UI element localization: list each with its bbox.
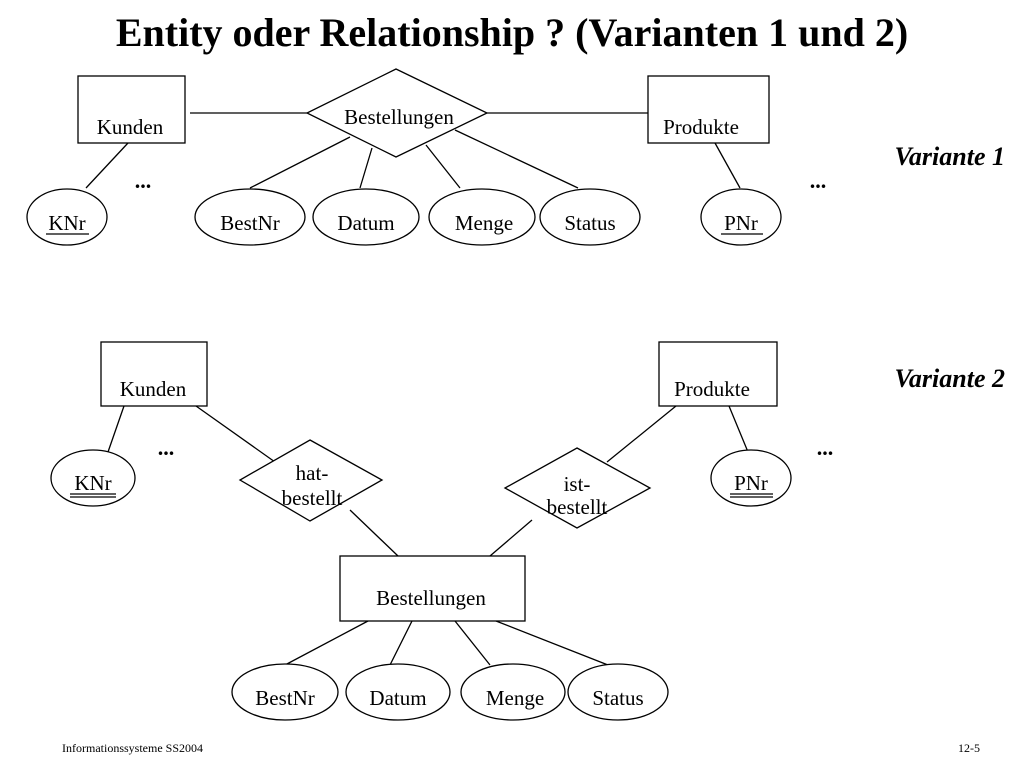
edge-istbestellt-bestellungen — [489, 519, 533, 557]
attribute-datum — [312, 188, 420, 246]
entity-kunden-label: Kunden — [97, 115, 164, 139]
edge-bestellungen-status — [495, 620, 609, 666]
attribute-status-2 — [567, 663, 669, 721]
relationship-bestellungen-label: Bestellungen — [344, 105, 454, 129]
relationship-ist-bestellt — [503, 447, 652, 529]
attribute-status — [539, 188, 641, 246]
attribute-knr-2 — [50, 449, 136, 507]
edge-bestellungen-datum — [389, 620, 413, 666]
attribute-knr-2-label: KNr — [74, 471, 111, 495]
attribute-pnr-label: PNr — [724, 211, 758, 235]
ellipsis-left-2: ... — [158, 435, 175, 460]
entity-produkte-2-label: Produkte — [674, 377, 750, 401]
variant-1-diagram: Kunden Produkte Bestellungen KNr BestNr … — [26, 68, 1005, 246]
relationship-bestellungen — [305, 68, 489, 158]
entity-kunden-2-label: Kunden — [120, 377, 187, 401]
entity-produkte-2 — [658, 341, 778, 407]
ellipsis-right: ... — [810, 168, 827, 193]
footer-course: Informationssysteme SS2004 — [62, 741, 203, 755]
footer-page-number: 12-5 — [958, 741, 980, 755]
edge-rel-menge — [425, 144, 461, 189]
attribute-pnr-2-label: PNr — [734, 471, 768, 495]
entity-kunden-2 — [100, 341, 208, 407]
variant-1-label: Variante 1 — [894, 142, 1005, 171]
entity-kunden — [77, 75, 186, 144]
attribute-knr — [26, 188, 108, 246]
attribute-bestnr-label: BestNr — [220, 211, 280, 235]
attribute-datum-2-label: Datum — [369, 686, 426, 710]
ellipsis-left: ... — [135, 168, 152, 193]
attribute-bestnr — [194, 188, 306, 246]
attribute-menge — [428, 188, 536, 246]
edge-produkte-istbestellt — [606, 405, 677, 463]
relationship-hat-bestellt-line2: bestellt — [282, 486, 343, 510]
entity-bestellungen-2 — [339, 555, 526, 622]
relationship-hat-bestellt-line1: hat- — [296, 461, 329, 485]
entity-produkte — [647, 75, 770, 144]
attribute-datum-2 — [345, 663, 451, 721]
attribute-bestnr-2 — [231, 663, 339, 721]
relationship-hat-bestellt — [238, 439, 384, 522]
entity-bestellungen-2-label: Bestellungen — [376, 586, 486, 610]
attribute-status-2-label: Status — [592, 686, 643, 710]
edge-bestellungen-bestnr — [284, 620, 369, 666]
attribute-menge-label: Menge — [455, 211, 513, 235]
relationship-ist-bestellt-line2: bestellt — [547, 495, 608, 519]
edge-produkte-pnr-2 — [728, 405, 749, 453]
slide-title: Entity oder Relationship ? (Varianten 1 … — [116, 10, 908, 55]
edge-bestellungen-menge — [454, 620, 491, 666]
attribute-menge-2 — [460, 663, 566, 721]
edge-kunden-hatbestellt — [195, 405, 276, 463]
edge-kunden-knr-2 — [107, 405, 125, 453]
relationship-ist-bestellt-line1: ist- — [564, 472, 591, 496]
attribute-knr-label: KNr — [48, 211, 85, 235]
edge-rel-datum — [359, 147, 373, 189]
variant-2-label: Variante 2 — [894, 364, 1005, 393]
attribute-menge-2-label: Menge — [486, 686, 544, 710]
edge-rel-bestnr — [249, 136, 351, 189]
variant-2-diagram: Kunden Produkte Bestellungen hat- bestel… — [50, 341, 1005, 721]
attribute-bestnr-2-label: BestNr — [255, 686, 315, 710]
edge-produkte-pnr — [714, 142, 741, 189]
edge-hatbestellt-bestellungen — [349, 509, 399, 557]
ellipsis-right-2: ... — [817, 435, 834, 460]
attribute-status-label: Status — [564, 211, 615, 235]
attribute-pnr-2 — [710, 449, 792, 507]
attribute-datum-label: Datum — [337, 211, 394, 235]
entity-produkte-label: Produkte — [663, 115, 739, 139]
edge-kunden-knr — [85, 142, 129, 189]
edge-rel-status — [454, 129, 579, 189]
attribute-pnr — [700, 188, 782, 246]
